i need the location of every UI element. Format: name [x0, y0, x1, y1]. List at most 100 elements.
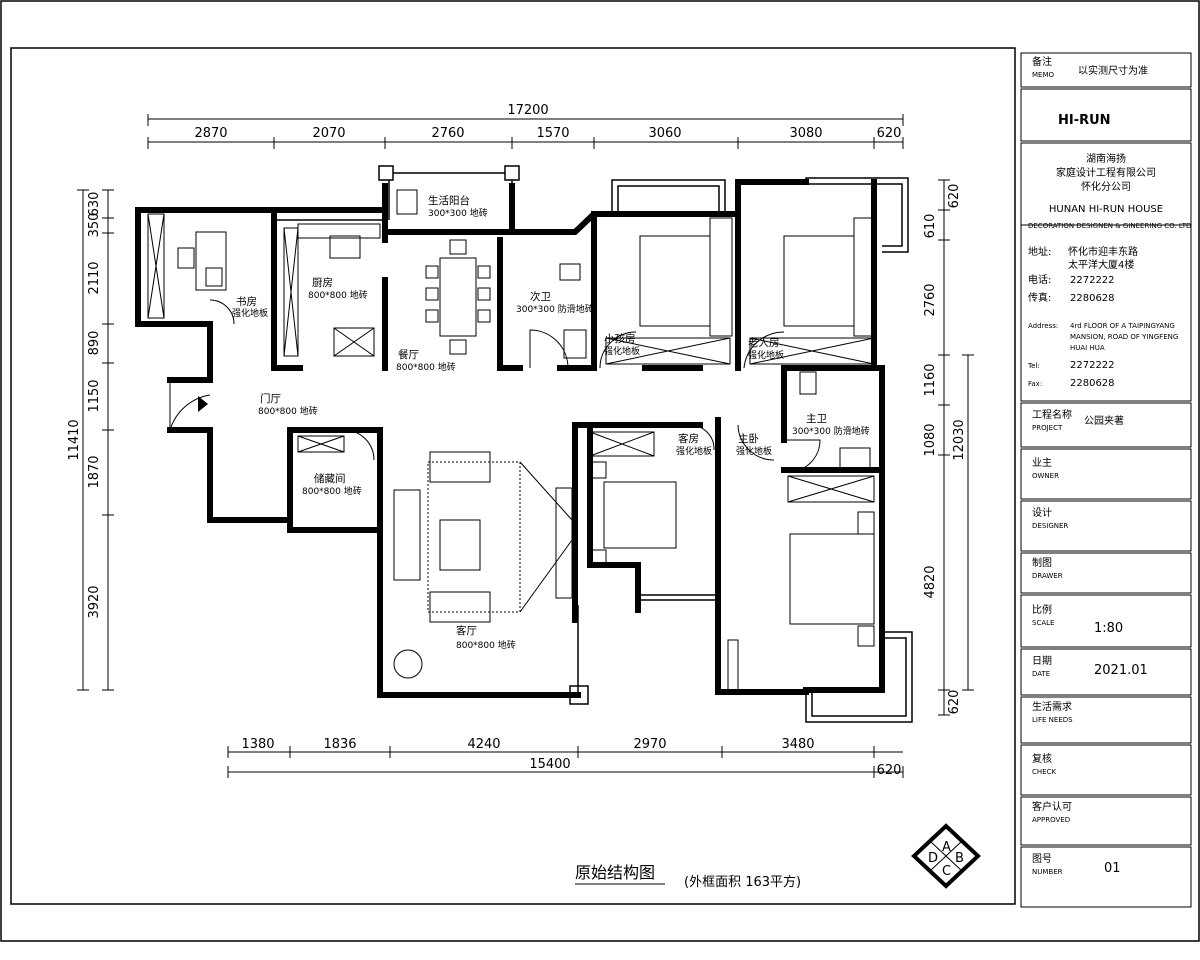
compass-icon — [911, 823, 981, 889]
room-floor: 800*800 地砖 — [302, 485, 362, 497]
title-block-frame — [1020, 52, 1192, 908]
room-name: 厨房 — [312, 276, 333, 289]
dim-left: 1150 — [87, 379, 102, 412]
dim-right: 620 — [947, 690, 962, 715]
dim-bottom: 1380 — [241, 737, 274, 752]
room-name: 门厅 — [260, 392, 281, 405]
field-label: 比例 — [1032, 603, 1052, 616]
company-en-2: DECORATION DESIGNEN & GINEERING CO. LTD — [1028, 222, 1191, 230]
dim-top: 2870 — [194, 126, 227, 141]
company-en: HUNAN HI-RUN HOUSE — [1049, 204, 1163, 215]
drawing-title: 原始结构图 — [575, 863, 655, 882]
fax-value: 2280628 — [1070, 293, 1115, 304]
dim-top: 2070 — [312, 126, 345, 141]
field-label-en: OWNER — [1032, 472, 1059, 480]
room-name: 书房 — [236, 295, 257, 308]
fax-en-value: 2280628 — [1070, 378, 1115, 389]
dim-top: 1570 — [536, 126, 569, 141]
field-label: 制图 — [1032, 556, 1052, 569]
field-label: 图号 — [1032, 853, 1052, 865]
top-dimensions — [147, 114, 904, 149]
room-name: 储藏间 — [314, 472, 346, 485]
dim-bottom: 1836 — [323, 737, 356, 752]
bottom-dimensions — [227, 746, 904, 778]
field-label-en: DRAWER — [1032, 572, 1063, 580]
furniture — [147, 189, 877, 691]
dim-bottom: 4240 — [467, 737, 500, 752]
field-label-en: DATE — [1032, 670, 1050, 678]
right-dimensions — [938, 179, 974, 716]
dim-left-total: 11410 — [67, 419, 82, 460]
field-label-en: APPROVED — [1032, 816, 1070, 824]
compass-letter: A — [942, 840, 951, 855]
left-dimensions — [77, 189, 114, 691]
compass-letter: B — [955, 851, 964, 866]
address-en-label: Address: — [1028, 322, 1058, 330]
address-en-value: HUAI HUA — [1070, 344, 1105, 352]
tel-label: 电话: — [1028, 273, 1051, 286]
dim-right-total: 12030 — [952, 419, 967, 460]
entry-arrow-icon — [198, 396, 208, 412]
room-name: 生活阳台 — [428, 194, 470, 207]
room-name: 小孩房 — [604, 332, 636, 345]
dim-right: 4820 — [923, 565, 938, 598]
dim-left: 630 — [87, 192, 102, 217]
fax-en-label: Fax: — [1028, 380, 1042, 388]
room-name: 客厅 — [456, 624, 477, 637]
field-value: 1:80 — [1094, 621, 1123, 636]
walls — [135, 179, 885, 698]
field-label-en: LIFE NEEDS — [1032, 716, 1073, 724]
room-name: 主卫 — [806, 413, 827, 425]
compass-letter: C — [942, 864, 951, 879]
field-value: 公园夹著 — [1084, 414, 1124, 427]
room-name: 次卫 — [530, 290, 551, 303]
address-value: 怀化市迎丰东路 — [1068, 245, 1138, 258]
dim-right: 610 — [923, 214, 938, 239]
balconies — [274, 165, 913, 723]
dim-right: 2760 — [923, 283, 938, 316]
room-floor: 强化地板 — [736, 445, 772, 457]
dim-bottom-total: 15400 — [529, 757, 570, 772]
dim-top: 3080 — [789, 126, 822, 141]
address-en-value: 4rd FLOOR OF A TAIPINGYANG — [1070, 322, 1175, 330]
field-label: 日期 — [1032, 655, 1052, 667]
dim-bottom: 2970 — [633, 737, 666, 752]
room-name: 餐厅 — [398, 348, 419, 361]
dim-right: 1080 — [923, 423, 938, 456]
memo-label-en: MEMO — [1032, 71, 1055, 79]
room-name: 主卧 — [738, 432, 759, 445]
company-logo: HI-RUN — [1058, 113, 1111, 128]
dim-left: 3920 — [87, 585, 102, 618]
dim-left: 1870 — [87, 455, 102, 488]
room-name: 老人房 — [748, 336, 780, 349]
memo-label: 备注 — [1032, 55, 1052, 68]
room-floor: 800*800 地砖 — [258, 405, 318, 417]
address-value: 太平洋大厦4楼 — [1068, 258, 1134, 271]
address-label: 地址: — [1028, 245, 1051, 258]
compass-letter: D — [928, 851, 938, 866]
dim-top: 3060 — [648, 126, 681, 141]
field-label: 工程名称 — [1032, 408, 1072, 421]
field-label-en: DESIGNER — [1032, 522, 1068, 530]
room-floor: 强化地板 — [604, 345, 640, 357]
room-floor: 300*300 防滑地砖 — [792, 425, 870, 437]
plant-icon — [393, 649, 423, 679]
area-note: (外框面积 163平方) — [684, 874, 801, 890]
dim-top: 620 — [877, 126, 902, 141]
dim-right: 620 — [947, 184, 962, 209]
dim-top: 2760 — [431, 126, 464, 141]
room-floor: 800*800 地砖 — [396, 361, 456, 373]
drawing-frame — [10, 47, 1016, 905]
address-en-value: MANSION, ROAD OF YINGFENG — [1070, 333, 1178, 341]
dim-left: 350 — [87, 213, 102, 238]
field-label-en: SCALE — [1032, 619, 1054, 627]
room-floor: 强化地板 — [676, 445, 712, 457]
dim-top-total: 17200 — [507, 103, 548, 118]
room-floor: 强化地板 — [232, 307, 268, 319]
field-label: 业主 — [1032, 457, 1052, 469]
room-floor: 300*300 防滑地砖 — [516, 303, 594, 315]
field-label: 设计 — [1032, 506, 1052, 519]
dim-bottom-extra: 620 — [877, 763, 902, 778]
